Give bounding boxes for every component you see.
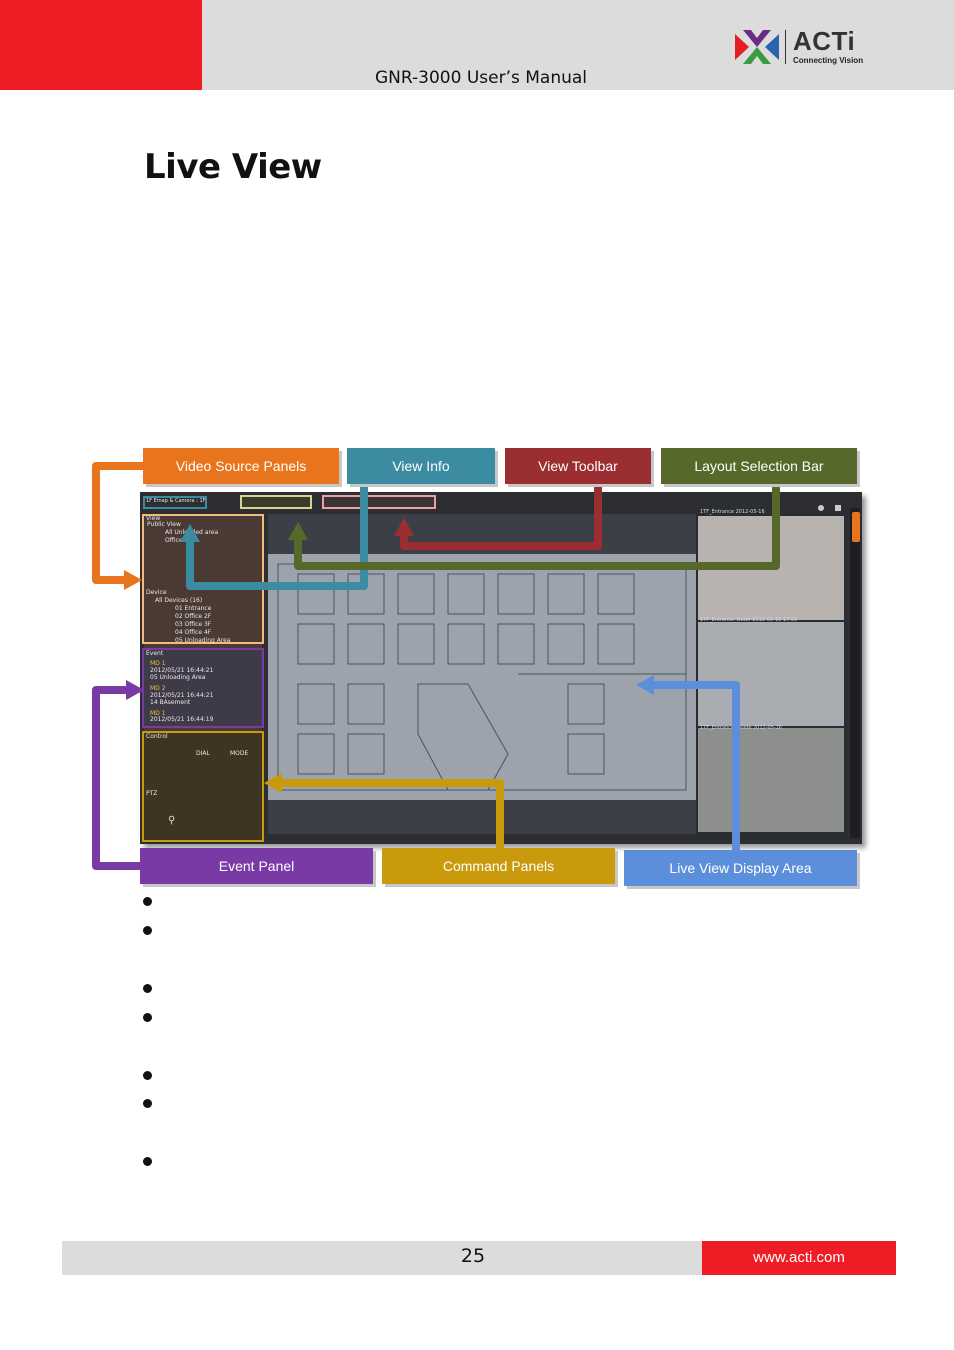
camera-title: 1TF_Entrance 2012-05-16	[700, 509, 765, 515]
event-panel-highlight	[142, 648, 264, 728]
bullet-point	[143, 1099, 152, 1108]
event-time: 2012/05/21 16:44:21	[150, 667, 214, 674]
logo-divider	[785, 30, 786, 64]
acti-logo-icon	[735, 30, 779, 64]
device-item: 04 Office 4F	[175, 629, 212, 636]
manual-title: GNR-3000 User’s Manual	[375, 68, 588, 88]
view-info-text: 1F Emap & Camera : 1F	[146, 498, 206, 504]
event-time: 2012/05/21 16:44:19	[150, 716, 214, 723]
callout-live-view-display-area: Live View Display Area	[624, 850, 857, 886]
callout-layout-selection-bar: Layout Selection Bar	[661, 448, 857, 484]
control-button[interactable]: DIAL	[196, 750, 210, 757]
public-view-node: Public View	[147, 521, 181, 528]
control-button[interactable]: MODE	[230, 750, 249, 757]
header-red-block	[0, 0, 202, 90]
page-number: 25	[460, 1245, 486, 1267]
view-item: Office	[165, 537, 183, 544]
side-tab[interactable]	[852, 512, 860, 542]
event-type: MD 1	[150, 660, 166, 667]
bullet-point	[143, 1013, 152, 1022]
callout-arrows	[92, 462, 780, 870]
bullet-point	[143, 1071, 152, 1080]
view-info-box	[143, 496, 207, 509]
footer-band	[62, 1241, 702, 1275]
ptz-header: PTZ	[146, 790, 158, 797]
camera-view[interactable]	[698, 622, 844, 726]
device-item: 01 Entrance	[175, 605, 212, 612]
bullet-point	[143, 897, 152, 906]
view-header: View	[146, 515, 161, 522]
callout-view-info: View Info	[347, 448, 495, 484]
page-title: Live View	[144, 147, 322, 187]
camera-title: 1TF_Entrance_Inside 2012-05-16	[700, 725, 783, 731]
layout-selection-box	[240, 495, 312, 509]
video-source-highlight	[142, 514, 264, 644]
bullet-point	[143, 984, 152, 993]
callout-video-source-panels: Video Source Panels	[143, 448, 339, 484]
bullet-point	[143, 1157, 152, 1166]
callout-view-toolbar: View Toolbar	[505, 448, 651, 484]
event-name: 05 Unloading Area	[150, 674, 206, 681]
event-header: Event	[146, 650, 164, 657]
event-name: 14 BAsement	[150, 699, 191, 706]
right-side-bar	[850, 508, 860, 838]
logo-tagline: Connecting Vision	[793, 56, 864, 65]
device-item: 02 Office 2F	[175, 613, 212, 620]
device-item: 03 Office 3F	[175, 621, 212, 628]
camera-title: 1TF_Entrance_Outer 2012-05-16 17:53	[700, 617, 798, 623]
logo-wordmark: ACTi	[793, 26, 856, 56]
device-root: All Devices (16)	[155, 597, 203, 604]
callout-event-panel: Event Panel	[140, 848, 373, 884]
command-panel-highlight	[142, 731, 264, 842]
event-type: MD 2	[150, 685, 166, 692]
control-header: Control	[146, 733, 168, 740]
website-link[interactable]: www.acti.com	[753, 1249, 845, 1266]
event-type: MD 1	[150, 710, 166, 717]
camera-view[interactable]	[698, 728, 844, 832]
callout-command-panels: Command Panels	[382, 848, 615, 884]
footer-red-block	[702, 1241, 896, 1275]
view-toolbar-box	[322, 495, 436, 509]
bullet-point	[143, 926, 152, 935]
event-time: 2012/05/21 16:44:21	[150, 692, 214, 699]
emap-bottom-band	[268, 800, 696, 834]
ptz-zoom-icon[interactable]: ⚲	[168, 815, 176, 826]
device-header: Device	[146, 589, 167, 596]
device-item: 05 Unloading Area	[175, 637, 231, 644]
